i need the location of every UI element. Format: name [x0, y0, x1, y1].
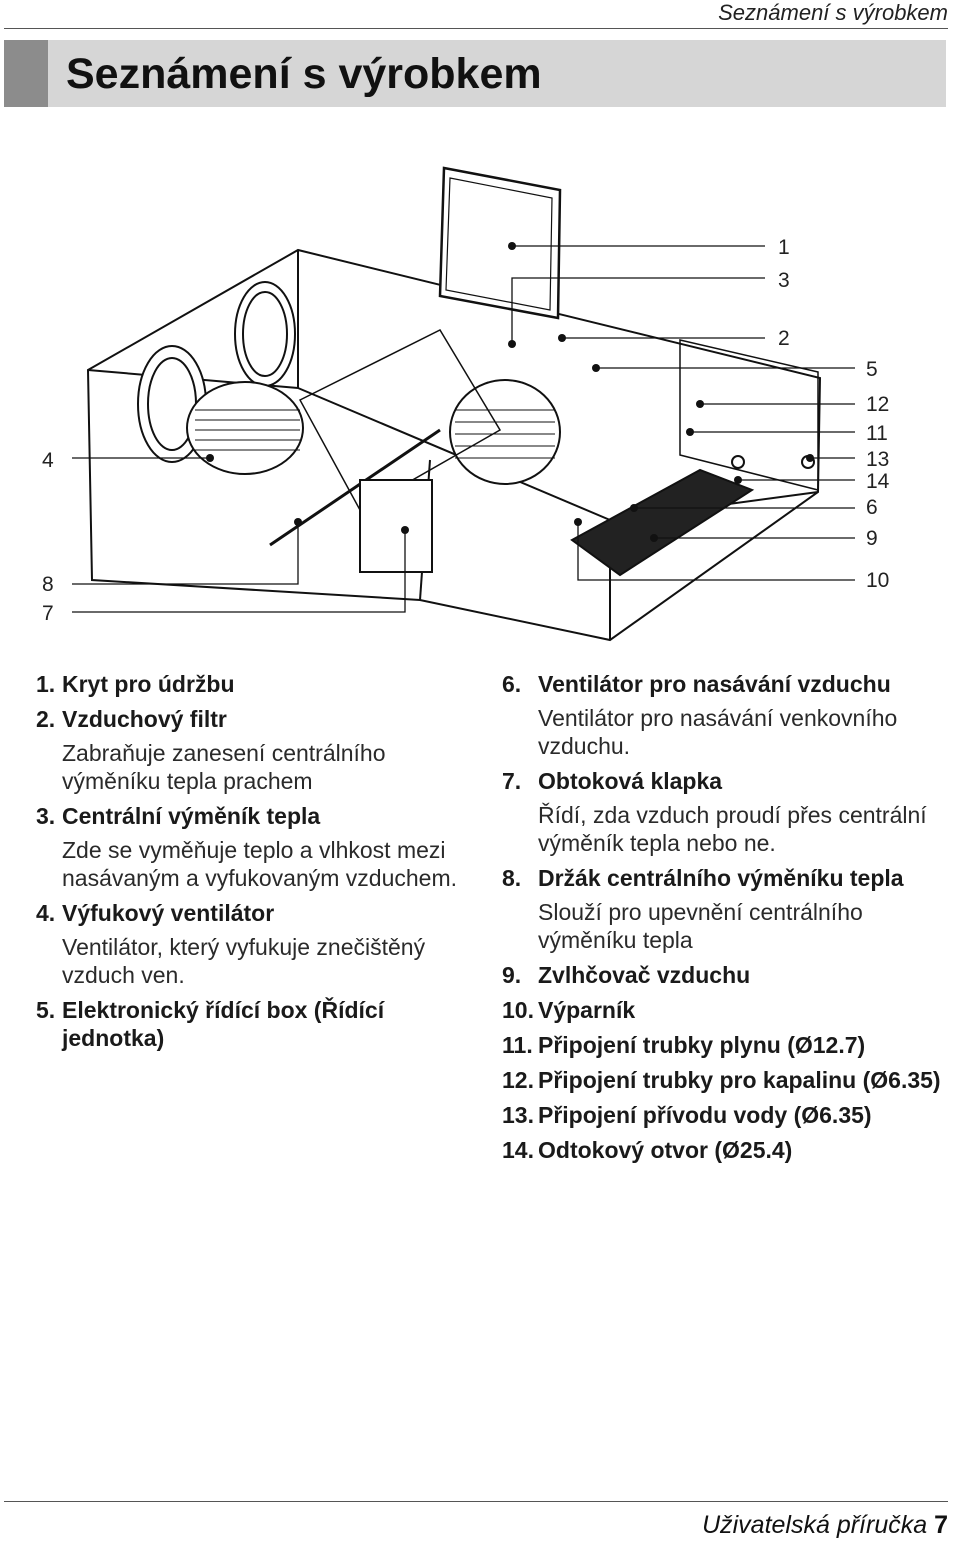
callout-1: 1 [778, 236, 790, 259]
header-rule [4, 28, 948, 29]
page-number: 7 [934, 1511, 948, 1539]
page-footer: Uživatelská příručka 7 [702, 1511, 948, 1540]
item-number: 3. [36, 803, 56, 829]
item-name: Výparník [538, 997, 636, 1023]
list-item: 2. Vzduchový filtr Zabraňuje zanesení ce… [36, 705, 478, 795]
item-name: Držák centrálního výměníku tepla [538, 865, 904, 891]
item-description: Zde se vyměňuje teplo a vlhkost mezi nas… [62, 837, 458, 891]
list-item: 3. Centrální výměník tepla Zde se vyměňu… [36, 802, 478, 892]
item-number: 10. [502, 997, 534, 1023]
unit-illustration [72, 166, 855, 642]
item-number: 9. [502, 962, 522, 988]
footer-text: Uživatelská příručka [702, 1511, 928, 1539]
running-header: Seznámení s výrobkem [718, 0, 948, 25]
callout-10: 10 [866, 569, 890, 592]
item-number: 5. [36, 997, 56, 1023]
item-description: Zabraňuje zanesení centrálního výměníku … [62, 740, 386, 794]
list-item: 13. Připojení přívodu vody (Ø6.35) [502, 1101, 948, 1129]
item-number: 7. [502, 768, 522, 794]
list-item: 11. Připojení trubky plynu (Ø12.7) [502, 1031, 948, 1059]
parts-list-right: 6. Ventilátor pro nasávání vzduchu Venti… [502, 670, 948, 1171]
page-title: Seznámení s výrobkem [66, 50, 542, 98]
callout-12: 12 [866, 393, 890, 416]
item-description: Řídí, zda vzduch proudí přes centrální v… [538, 802, 927, 856]
item-description: Ventilátor, který vyfukuje znečištěný vz… [62, 934, 426, 988]
item-number: 1. [36, 671, 56, 697]
list-item: 7. Obtoková klapka Řídí, zda vzduch prou… [502, 767, 948, 857]
callout-14: 14 [866, 470, 890, 493]
item-name: Elektronický řídící box (Řídící jednotka… [62, 997, 385, 1051]
list-item: 9. Zvlhčovač vzduchu [502, 961, 948, 989]
item-number: 4. [36, 900, 56, 926]
callout-13: 13 [866, 448, 890, 471]
callout-6: 6 [866, 496, 878, 519]
item-name: Ventilátor pro nasávání vzduchu [538, 671, 891, 697]
footer-rule [4, 1501, 948, 1502]
list-item: 1. Kryt pro údržbu [36, 670, 478, 698]
item-name: Připojení trubky plynu (Ø12.7) [538, 1032, 866, 1058]
item-number: 6. [502, 671, 522, 697]
list-item: 14. Odtokový otvor (Ø25.4) [502, 1136, 948, 1164]
list-item: 10. Výparník [502, 996, 948, 1024]
item-description: Slouží pro upevnění centrálního výměníku… [538, 899, 863, 953]
item-number: 13. [502, 1102, 534, 1128]
item-name: Odtokový otvor (Ø25.4) [538, 1137, 793, 1163]
callout-4: 4 [42, 449, 54, 472]
list-item: 8. Držák centrálního výměníku tepla Slou… [502, 864, 948, 954]
product-diagram [0, 160, 960, 660]
parts-list-left: 1. Kryt pro údržbu 2. Vzduchový filtr Za… [36, 670, 478, 1059]
list-item: 4. Výfukový ventilátor Ventilátor, který… [36, 899, 478, 989]
callout-3: 3 [778, 269, 790, 292]
item-number: 12. [502, 1067, 534, 1093]
list-item: 12. Připojení trubky pro kapalinu (Ø6.35… [502, 1066, 948, 1094]
callout-8: 8 [42, 573, 54, 596]
callout-9: 9 [866, 527, 878, 550]
item-number: 14. [502, 1137, 534, 1163]
item-name: Připojení trubky pro kapalinu (Ø6.35) [538, 1067, 941, 1093]
list-item: 6. Ventilátor pro nasávání vzduchu Venti… [502, 670, 948, 760]
item-name: Výfukový ventilátor [62, 900, 275, 926]
callout-2: 2 [778, 327, 790, 350]
item-name: Zvlhčovač vzduchu [538, 962, 751, 988]
title-tab [4, 40, 48, 107]
callout-5: 5 [866, 358, 878, 381]
item-name: Kryt pro údržbu [62, 671, 235, 697]
item-number: 8. [502, 865, 522, 891]
title-band: Seznámení s výrobkem [4, 40, 946, 107]
item-name: Obtoková klapka [538, 768, 723, 794]
item-description: Ventilátor pro nasávání venkovního vzduc… [538, 705, 898, 759]
item-number: 2. [36, 706, 56, 732]
list-item: 5. Elektronický řídící box (Řídící jedno… [36, 996, 478, 1052]
callout-7: 7 [42, 602, 54, 625]
item-name: Připojení přívodu vody (Ø6.35) [538, 1102, 872, 1128]
item-number: 11. [502, 1032, 533, 1058]
item-name: Centrální výměník tepla [62, 803, 321, 829]
item-name: Vzduchový filtr [62, 706, 227, 732]
callout-11: 11 [866, 422, 888, 445]
